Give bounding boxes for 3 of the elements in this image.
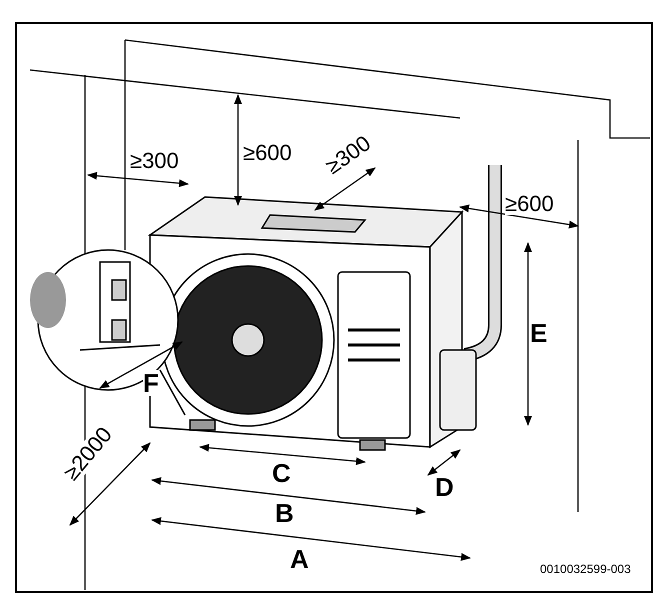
dimension-label: F [143, 370, 159, 396]
figure-number: 0010032599-003 [540, 563, 631, 575]
dimension-label: ≥600 [505, 193, 554, 215]
